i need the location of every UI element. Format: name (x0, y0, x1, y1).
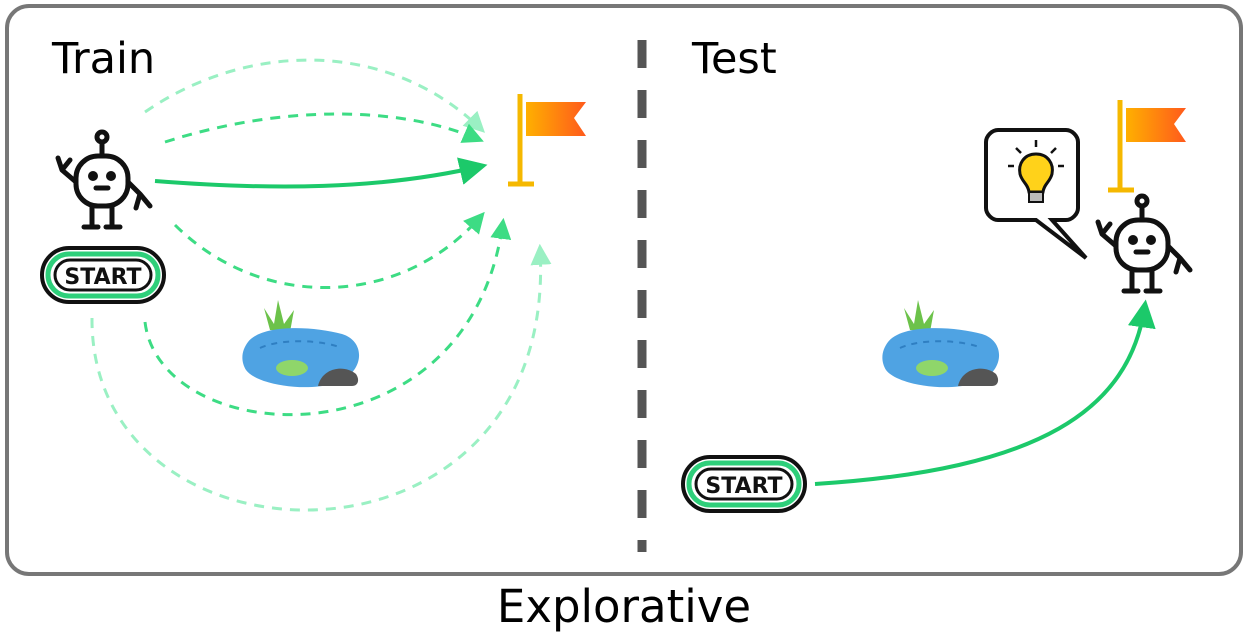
start-label-test: START (705, 474, 782, 499)
diagram-panel (5, 4, 1243, 576)
pond-icon (242, 300, 360, 388)
flag-icon (508, 94, 586, 187)
train-label: Train (52, 34, 156, 84)
pond-icon (882, 300, 1000, 388)
start-sign-icon: START (40, 246, 166, 304)
flag-icon (1108, 100, 1186, 193)
start-sign-icon: START (681, 455, 807, 513)
path-solid-train (154, 157, 488, 189)
test-label: Test (692, 34, 777, 84)
path-upper (164, 112, 484, 144)
start-label-train: START (64, 265, 141, 290)
path-top-light (144, 58, 486, 133)
caption: Explorative (496, 580, 752, 633)
robot-icon (1095, 193, 1193, 294)
lightbulb-icon (1008, 140, 1064, 203)
path-lower (173, 211, 485, 289)
robot-icon (55, 129, 153, 230)
path-solid-test (814, 299, 1156, 486)
